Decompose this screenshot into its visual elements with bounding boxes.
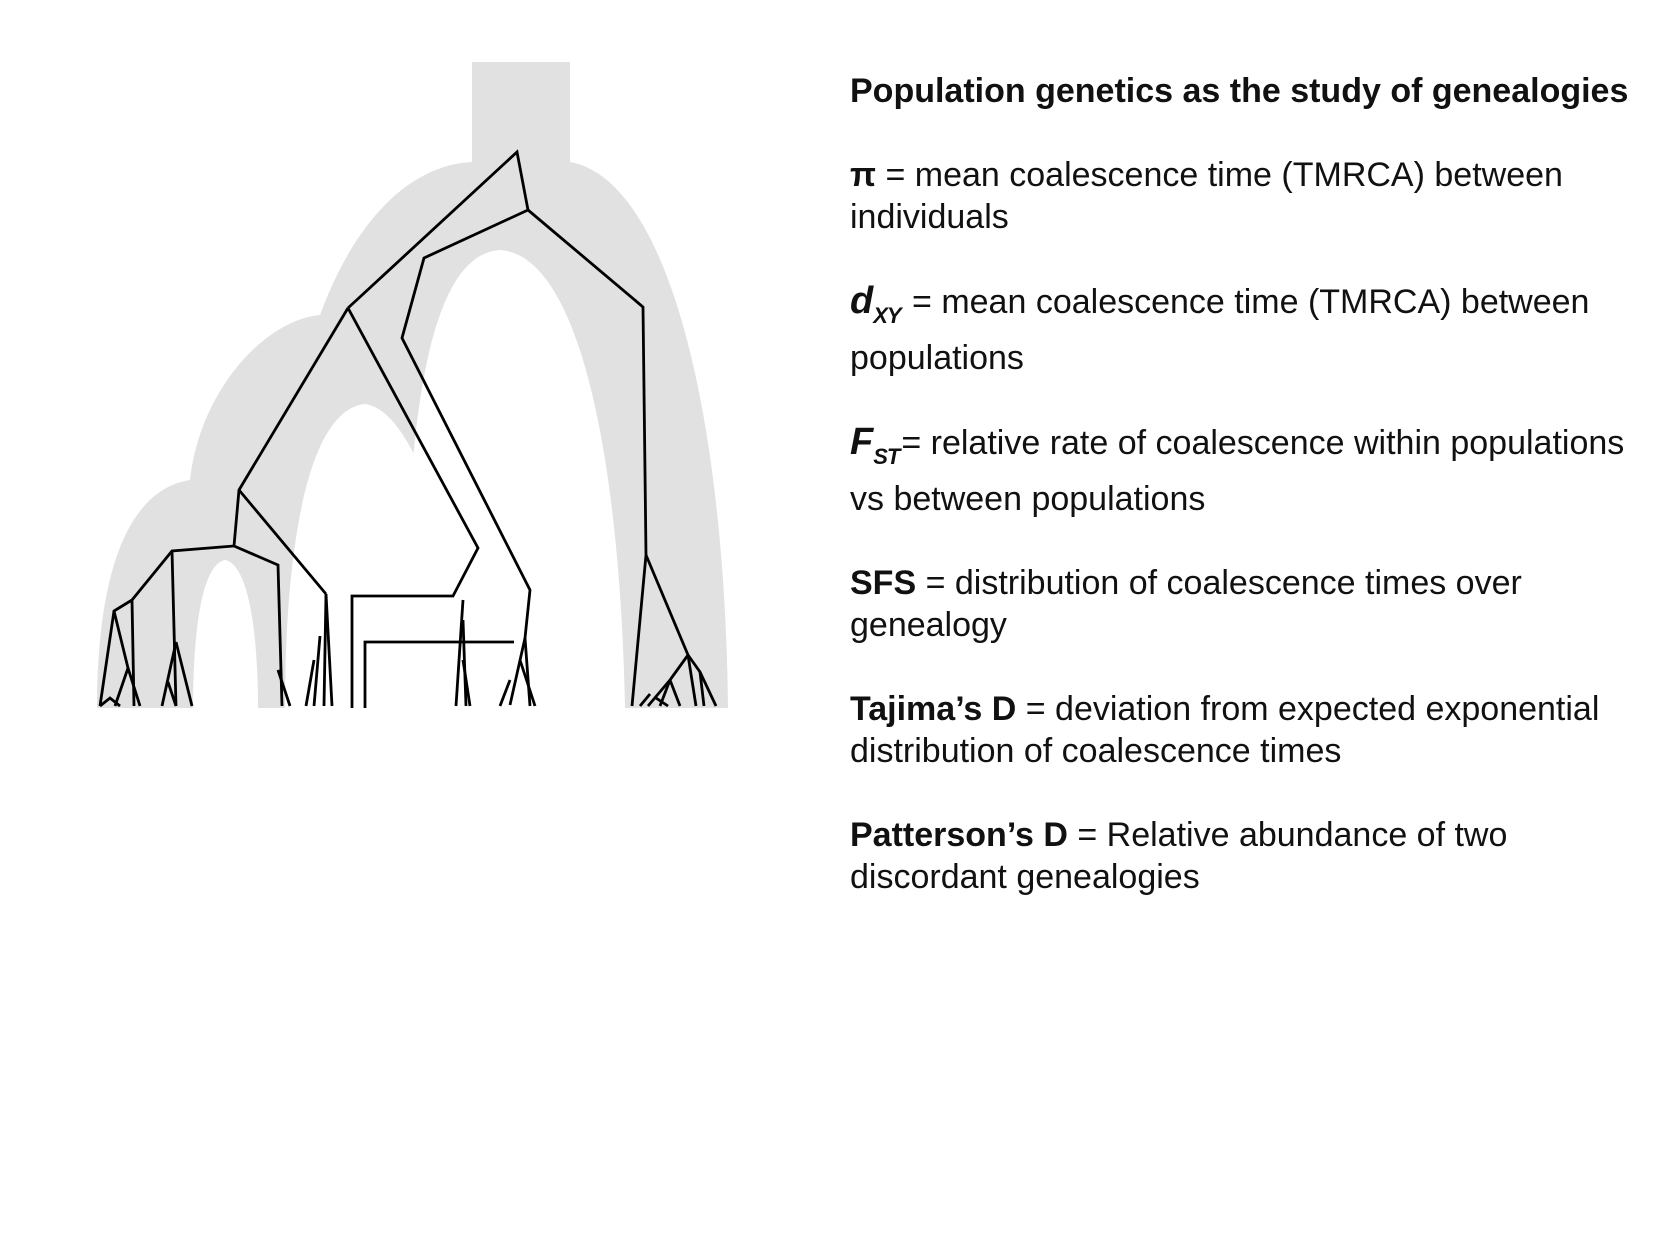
- definition-pi: π = mean coalescence time (TMRCA) betwee…: [850, 154, 1630, 238]
- term-pi: π: [850, 156, 877, 194]
- term-sfs: SFS: [850, 564, 917, 602]
- term-tajima: Tajima’s D: [850, 690, 1017, 728]
- term-dxy-subscript: XY: [873, 303, 901, 328]
- definition-dxy: dXY = mean coalescence time (TMRCA) betw…: [850, 280, 1630, 379]
- term-fst-subscript: ST: [873, 444, 900, 469]
- definition-tajima: Tajima’s D = deviation from expected exp…: [850, 688, 1630, 772]
- page-title: Population genetics as the study of gene…: [850, 72, 1629, 110]
- text-panel: Population genetics as the study of gene…: [850, 70, 1630, 940]
- definition-pi-text: = mean coalescence time (TMRCA) between …: [850, 156, 1563, 236]
- definition-sfs-text: = distribution of coalescence times over…: [850, 564, 1522, 644]
- term-fst: F: [850, 421, 874, 463]
- definition-sfs: SFS = distribution of coalescence times …: [850, 562, 1630, 646]
- genealogy-diagram: [97, 62, 728, 708]
- term-patterson: Patterson’s D: [850, 816, 1068, 854]
- term-dxy: d: [850, 280, 874, 322]
- definition-fst: FST= relative rate of coalescence within…: [850, 421, 1630, 520]
- definition-dxy-text: = mean coalescence time (TMRCA) between …: [850, 283, 1590, 377]
- definition-patterson: Patterson’s D = Relative abundance of tw…: [850, 814, 1630, 898]
- population-tree: [97, 62, 728, 708]
- gene-genealogy: [98, 149, 718, 708]
- definition-tajima-text: = deviation from expected exponential di…: [850, 690, 1600, 770]
- definition-patterson-text: = Relative abundance of two discordant g…: [850, 816, 1508, 896]
- definition-fst-text: = relative rate of coalescence within po…: [850, 424, 1625, 518]
